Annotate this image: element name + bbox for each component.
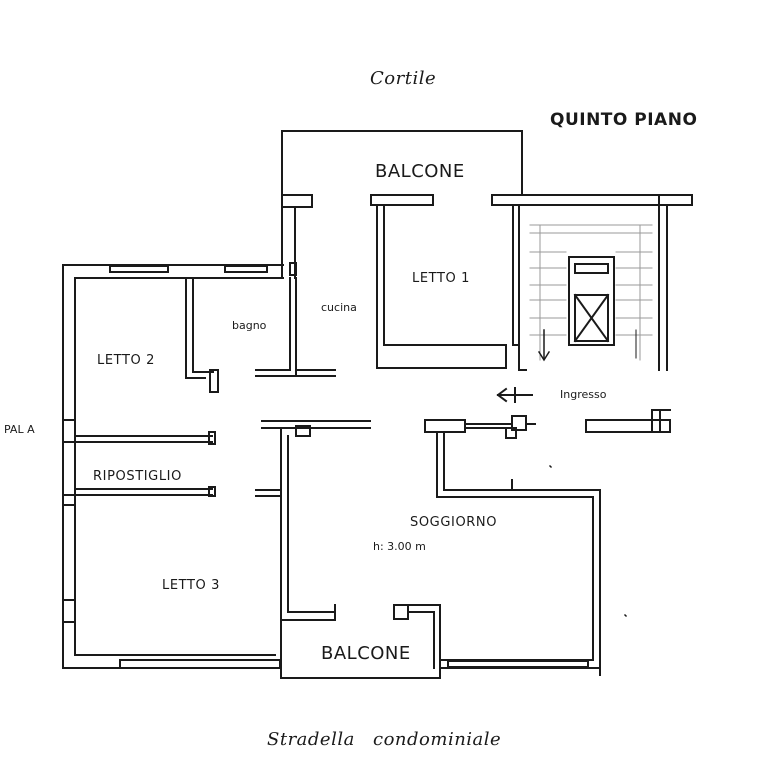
floor-title: QUINTO PIANO <box>550 110 698 130</box>
pal-a-label: PAL A <box>4 423 35 436</box>
wall-letto2-ripostiglio <box>74 431 216 445</box>
ingresso-label: Ingresso <box>560 388 607 401</box>
bagno-label: bagno <box>232 319 267 332</box>
outer-wall-left <box>62 264 76 669</box>
balcone-bottom-outline <box>280 604 441 679</box>
ripostiglio-label: RIPOSTIGLIO <box>93 469 182 484</box>
bagno-walls <box>185 277 336 393</box>
condominiale-label: condominiale <box>373 729 502 750</box>
cortile-label: Cortile <box>370 68 437 89</box>
letto2-label: LETTO 2 <box>97 353 155 368</box>
wall-letto3-soggiorno <box>255 420 371 621</box>
wall-soggiorno-right <box>436 431 601 676</box>
height-label: h: 3.00 m <box>373 540 426 553</box>
balcone-bottom-label: BALCONE <box>321 643 411 664</box>
wall-ripostiglio-letto3 <box>74 486 216 497</box>
letto1-walls <box>370 194 507 369</box>
stairwell <box>491 194 693 371</box>
outer-wall-top-left <box>62 264 284 279</box>
ingresso-arrow-icon <box>496 387 533 403</box>
balcone-top-label: BALCONE <box>375 161 465 182</box>
letto1-label: LETTO 1 <box>412 271 470 286</box>
wall-soggiorno-ingresso <box>424 409 671 439</box>
letto3-label: LETTO 3 <box>162 578 220 593</box>
stradella-label: Stradella <box>267 729 355 750</box>
cucina-label: cucina <box>321 301 357 314</box>
wall-bagno-cucina-upper <box>281 194 313 279</box>
soggiorno-label: SOGGIORNO <box>410 515 498 530</box>
outer-wall-bottom <box>62 654 601 669</box>
balcone-top-outline <box>281 130 523 201</box>
